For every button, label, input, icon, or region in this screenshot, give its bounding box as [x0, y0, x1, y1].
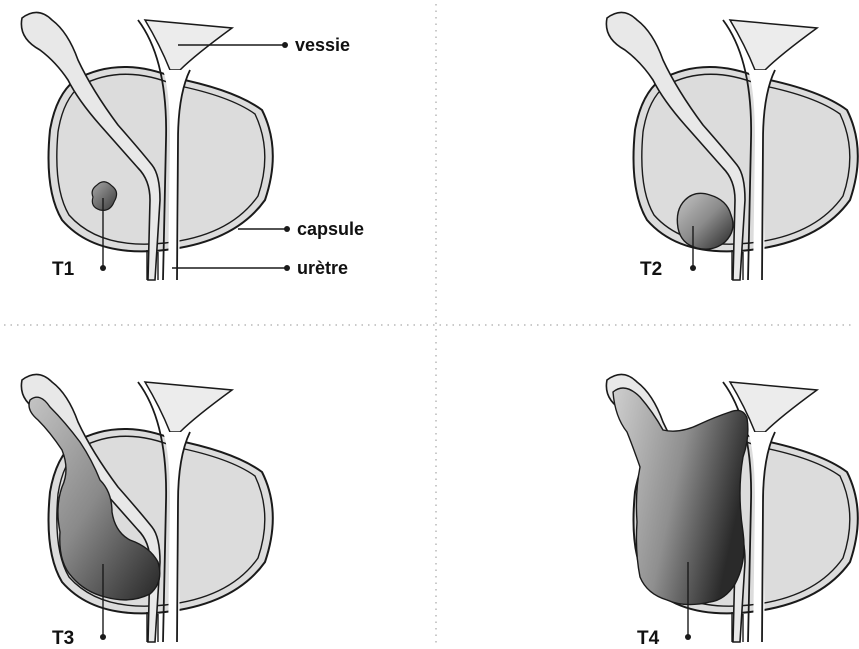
stage-label-t4: T4 [637, 628, 660, 649]
stage-label-t2: T2 [640, 259, 662, 280]
panel-t2: T2 [606, 12, 857, 280]
label-capsule: capsule [297, 219, 364, 239]
stage-label-t3: T3 [52, 628, 74, 649]
panel-t1: T1 vessie capsule urètre [21, 12, 364, 280]
label-uretre: urètre [297, 258, 348, 278]
stage-label-t1: T1 [52, 259, 75, 280]
panel-t3: T3 [21, 374, 272, 649]
label-vessie: vessie [295, 35, 350, 55]
panel-t4: T4 [606, 374, 857, 649]
tumor-t4 [613, 388, 748, 605]
